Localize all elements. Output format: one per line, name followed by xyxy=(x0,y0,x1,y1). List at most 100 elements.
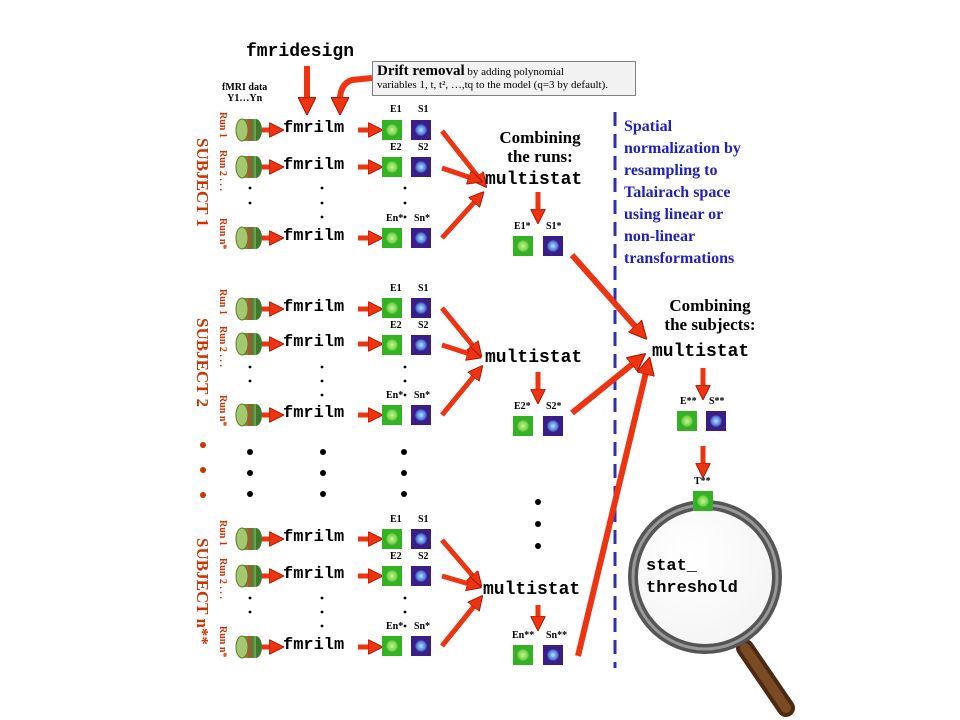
run-label-s2-2: Run 2 . . . xyxy=(217,326,228,367)
run-dots xyxy=(248,186,407,628)
fmrilm-sn-r2: fmrilm xyxy=(283,565,345,584)
sd-image xyxy=(543,645,563,665)
effect-image xyxy=(382,566,402,586)
S-label: S2 xyxy=(418,142,429,153)
run-label-sn-2: Run 2 . . . xyxy=(217,558,228,599)
effect-image xyxy=(382,298,402,318)
sd-image xyxy=(706,411,726,431)
combining-runs-title: Combining the runs: xyxy=(484,128,596,166)
fmri-data-label: fMRI data Y1…Yn xyxy=(222,82,267,104)
data-cylinders xyxy=(235,118,262,659)
multistat-down-arrows xyxy=(538,192,703,625)
effect-image xyxy=(382,529,402,549)
S-star-label: Sn** xyxy=(546,630,568,641)
subject-2-label: SUBJECT 2 xyxy=(193,318,212,407)
ellipsis-dots xyxy=(247,449,541,549)
effect-image xyxy=(382,405,402,425)
sd-image xyxy=(411,120,431,140)
effect-image xyxy=(513,645,533,665)
S-label: S1 xyxy=(418,514,429,525)
magnifier-icon xyxy=(628,500,795,717)
sd-image xyxy=(411,228,431,248)
spatial-line: Talairach space xyxy=(624,184,731,201)
fmridesign-arrows xyxy=(307,66,373,108)
fmrilm-s1-r2: fmrilm xyxy=(283,156,345,175)
effect-image xyxy=(382,228,402,248)
sd-image xyxy=(411,636,431,656)
drift-text-2: variables 1, t, t², …,tq to the model (q… xyxy=(377,79,608,91)
fmrilm-to-es-arrows xyxy=(358,130,377,647)
fmri-data-line2: Y1…Yn xyxy=(227,93,263,104)
spatial-line: Spatial xyxy=(624,118,673,135)
S-label: Sn* xyxy=(414,621,431,632)
subject-1-label: SUBJECT 1 xyxy=(193,138,212,227)
fmrilm-sn-r1: fmrilm xyxy=(283,528,345,547)
fmri-data-line1: fMRI data xyxy=(222,82,268,93)
E-star-label: En** xyxy=(512,630,535,641)
S-label: S1 xyxy=(418,283,429,294)
S-star-label: S1* xyxy=(546,221,562,232)
multistat-s2: multistat xyxy=(485,348,583,368)
drift-text-1: by adding polynomial xyxy=(464,66,564,78)
fmrilm-s2-r2: fmrilm xyxy=(283,333,345,352)
S-label: S1 xyxy=(418,104,429,115)
fmrilm-sn-rn: fmrilm xyxy=(283,636,345,655)
stat-threshold-label: stat_ threshold xyxy=(646,556,738,600)
fmrilm-s2-r1: fmrilm xyxy=(283,298,345,317)
subjects-to-multistat-arrows xyxy=(569,253,648,657)
run-label-sn-n: Run n* xyxy=(217,626,228,658)
spatial-line: transformations xyxy=(624,250,735,267)
E-label: E1 xyxy=(390,514,402,525)
E-label: En* xyxy=(386,621,404,632)
t-stat-image xyxy=(693,491,713,511)
S-label: Sn* xyxy=(414,390,431,401)
data-to-fmrilm-arrows xyxy=(262,130,278,647)
E-star-label: E1* xyxy=(514,221,531,232)
E-star-label: E2* xyxy=(514,401,531,412)
E-label: E2 xyxy=(390,551,402,562)
E-doublestar-label: E** xyxy=(680,396,697,407)
E-label: E2 xyxy=(390,320,402,331)
combining-subjects-title: Combining the subjects: xyxy=(650,296,770,334)
S-doublestar-label: S** xyxy=(709,396,725,407)
sd-image xyxy=(411,298,431,318)
stat-threshold-line2: threshold xyxy=(646,579,738,598)
run-label-s1-1: Run 1 xyxy=(217,112,228,138)
E-label: En* xyxy=(386,213,404,224)
sd-image xyxy=(411,529,431,549)
E-label: E1 xyxy=(390,104,402,115)
multistat-s1: multistat xyxy=(485,170,583,190)
sd-image xyxy=(411,157,431,177)
effect-image xyxy=(382,636,402,656)
fmrilm-s1-r1: fmrilm xyxy=(283,119,345,138)
run-label-s2-1: Run 1 xyxy=(217,289,228,315)
combining-subjects-line1: Combining xyxy=(669,296,751,315)
es-to-multistat-arrows xyxy=(440,129,483,648)
run-label-s1-2: Run 2 . . . xyxy=(217,150,228,191)
multistat-sn: multistat xyxy=(483,580,581,600)
S-label: S2 xyxy=(418,551,429,562)
T-doublestar-label: T** xyxy=(694,476,711,487)
drift-removal-note: Drift removal by adding polynomial varia… xyxy=(372,61,636,96)
S-star-label: S2* xyxy=(546,401,562,412)
red-ellipsis-dots xyxy=(200,442,206,498)
sd-image xyxy=(411,566,431,586)
fmrilm-s2-rn: fmrilm xyxy=(283,404,345,423)
E-label: E2 xyxy=(390,142,402,153)
fmrilm-s1-rn: fmrilm xyxy=(283,227,345,246)
drift-title: Drift removal xyxy=(377,63,465,79)
effect-image xyxy=(382,157,402,177)
spatial-line: normalization by xyxy=(624,140,741,157)
subject-n-label: SUBJECT n** xyxy=(193,538,212,645)
sd-image xyxy=(411,335,431,355)
sd-image xyxy=(543,416,563,436)
S-label: Sn* xyxy=(414,213,431,224)
spatial-line: non-linear xyxy=(624,228,696,245)
effect-image xyxy=(382,120,402,140)
E-label: E1 xyxy=(390,283,402,294)
sd-image xyxy=(411,405,431,425)
run-label-s1-n: Run n* xyxy=(217,218,228,250)
spatial-line: using linear or xyxy=(624,206,724,223)
